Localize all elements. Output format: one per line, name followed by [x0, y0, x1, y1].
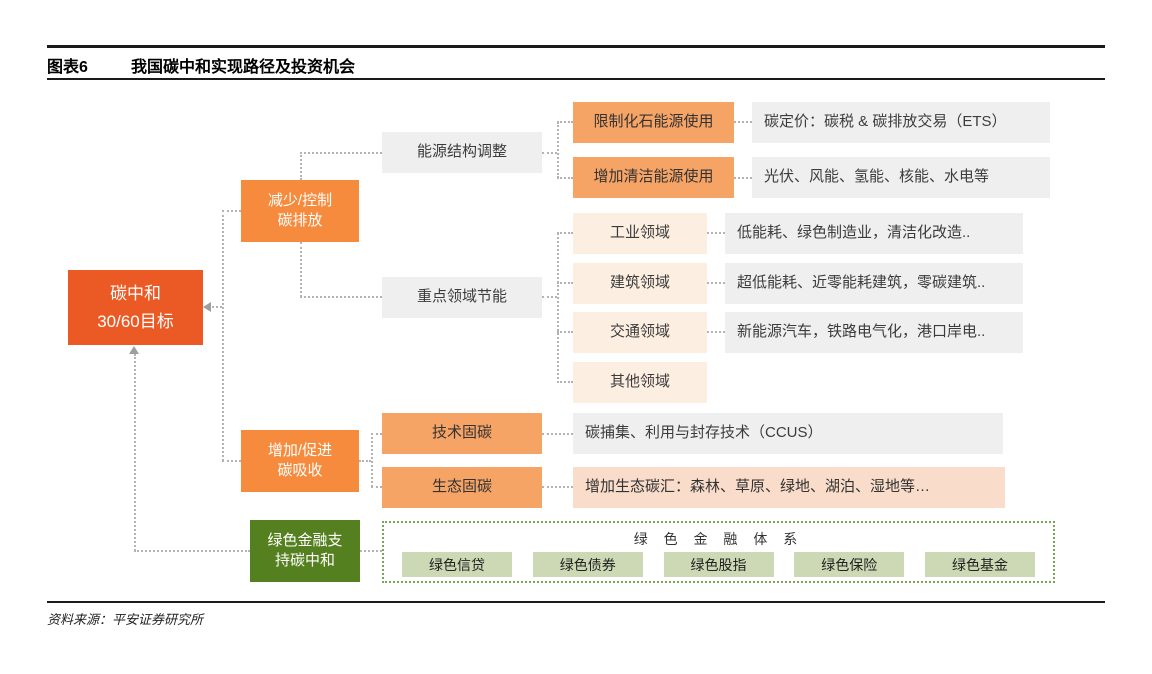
connector	[734, 121, 752, 123]
branch-increase-line2: 碳吸收	[277, 462, 323, 479]
node-key-sectors: 重点领域节能	[382, 277, 542, 318]
connector	[707, 282, 725, 284]
branch-green-line2: 持碳中和	[274, 552, 335, 569]
connector	[300, 152, 302, 180]
connector	[542, 296, 557, 298]
connector	[557, 232, 573, 234]
green-finance-items-row: 绿色信贷 绿色债券 绿色股指 绿色保险 绿色基金	[402, 552, 1035, 577]
node-limit-fossil-energy: 限制化石能源使用	[573, 102, 734, 143]
header-top-rule	[47, 45, 1105, 48]
node-sector-industry: 工业领域	[573, 213, 707, 254]
header-bottom-rule	[47, 78, 1105, 80]
green-finance-item-stock-index: 绿色股指	[663, 552, 774, 577]
connector	[300, 152, 382, 154]
connector	[557, 122, 559, 178]
connector	[707, 232, 725, 234]
connector	[557, 331, 573, 333]
connector	[300, 242, 302, 297]
figure-number-label: 图表6	[47, 59, 88, 76]
branch-increase-absorption: 增加/促进 碳吸收	[241, 430, 359, 492]
detail-sector-building: 超低能耗、近零能耗建筑，零碳建筑..	[725, 263, 1023, 304]
detail-eco-carbon-sink: 增加生态碳汇：森林、草原、绿地、湖泊、湿地等…	[573, 467, 1005, 508]
detail-ccus: 碳捕集、利用与封存技术（CCUS）	[573, 413, 1003, 454]
connector	[371, 433, 373, 487]
green-finance-item-fund: 绿色基金	[925, 552, 1035, 577]
detail-sector-industry: 低能耗、绿色制造业，清洁化改造..	[725, 213, 1023, 254]
connector	[557, 121, 573, 123]
connector	[134, 550, 250, 552]
branch-green-finance: 绿色金融支 持碳中和	[250, 520, 360, 582]
branch-reduce-text: 减少/控制 碳排放	[268, 191, 332, 232]
node-sector-building: 建筑领域	[573, 263, 707, 304]
branch-green-text: 绿色金融支 持碳中和	[267, 531, 342, 572]
branch-increase-text: 增加/促进 碳吸收	[268, 441, 332, 482]
connector	[371, 433, 382, 435]
connector	[557, 233, 559, 383]
footer-rule	[47, 601, 1105, 603]
connector	[360, 550, 382, 552]
node-energy-structure: 能源结构调整	[382, 132, 542, 173]
green-finance-system-title: 绿 色 金 融 体 系	[633, 531, 804, 547]
connector	[542, 433, 573, 435]
connector	[300, 296, 382, 298]
figure-title: 我国碳中和实现路径及投资机会	[131, 59, 356, 76]
node-add-clean-energy: 增加清洁能源使用	[573, 157, 734, 198]
green-finance-item-bond: 绿色债券	[532, 552, 643, 577]
connector	[359, 460, 371, 462]
green-finance-system-container: 绿 色 金 融 体 系 绿色信贷 绿色债券 绿色股指 绿色保险 绿色基金	[382, 521, 1055, 583]
branch-increase-line1: 增加/促进	[267, 441, 333, 459]
node-sector-other: 其他领域	[573, 362, 707, 403]
detail-carbon-pricing: 碳定价：碳税 & 碳排放交易（ETS）	[752, 102, 1050, 143]
detail-clean-energy-sources: 光伏、风能、氢能、核能、水电等	[752, 157, 1050, 198]
connector	[222, 460, 241, 462]
connector	[542, 152, 557, 154]
root-node-carbon-neutrality-goal: 碳中和 30/60目标	[68, 270, 203, 345]
connector	[542, 486, 573, 488]
connector	[557, 282, 573, 284]
branch-reduce-line2: 碳排放	[277, 212, 323, 229]
root-node-text: 碳中和 30/60目标	[97, 280, 174, 334]
root-line1: 碳中和	[109, 284, 161, 304]
connector	[134, 354, 136, 551]
connector	[212, 306, 222, 308]
green-finance-item-insurance: 绿色保险	[794, 552, 905, 577]
source-note: 资料来源：平安证券研究所	[47, 612, 204, 627]
branch-reduce-emissions: 减少/控制 碳排放	[241, 180, 359, 242]
connector	[557, 381, 573, 383]
connector	[557, 177, 573, 179]
node-tech-carbon-fixation: 技术固碳	[382, 413, 542, 454]
root-line2: 30/60目标	[97, 311, 174, 331]
branch-green-line1: 绿色金融支	[267, 531, 343, 549]
green-finance-item-credit: 绿色信贷	[402, 552, 512, 577]
connector	[222, 210, 241, 212]
connector	[222, 210, 224, 461]
node-eco-carbon-fixation: 生态固碳	[382, 467, 542, 508]
arrow-into-root-bottom-icon	[129, 346, 139, 354]
detail-sector-transport: 新能源汽车，铁路电气化，港口岸电..	[725, 312, 1023, 353]
arrow-into-root-right-icon	[203, 302, 211, 312]
connector	[707, 331, 725, 333]
connector	[371, 486, 382, 488]
branch-reduce-line1: 减少/控制	[267, 191, 333, 209]
node-sector-transport: 交通领域	[573, 312, 707, 353]
connector	[734, 177, 752, 179]
